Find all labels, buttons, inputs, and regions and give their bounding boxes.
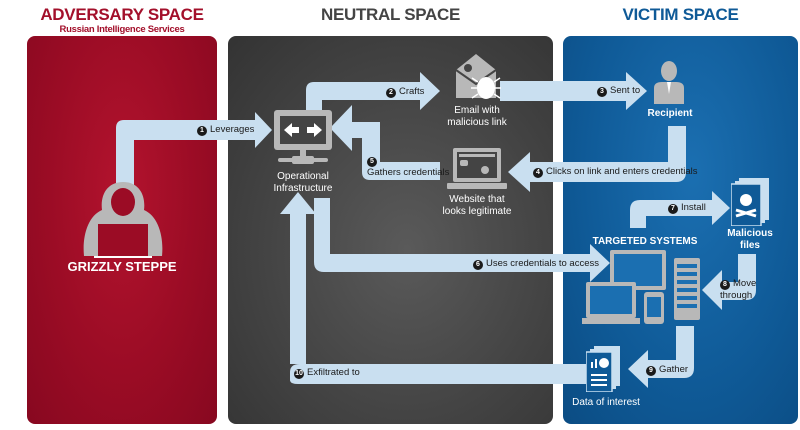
laptop-website-icon xyxy=(447,148,507,189)
website-label-line2: looks legitimate xyxy=(442,206,512,217)
step-number: 10 xyxy=(294,369,304,379)
step-number: 1 xyxy=(197,126,207,136)
arrow-sent-to xyxy=(500,72,647,110)
neutral-space-title: NEUTRAL SPACE xyxy=(320,5,461,24)
malicious-email-icon xyxy=(455,54,501,99)
arrow-crafts xyxy=(306,72,440,112)
arrow-leverages xyxy=(116,112,272,198)
website-label-line1: Website that xyxy=(449,194,505,205)
neutral-space-panel xyxy=(228,36,553,424)
step-number: 4 xyxy=(533,168,543,178)
step-text: Gathers credentials xyxy=(367,167,450,178)
infrastructure-label: Operational Infrastructure xyxy=(273,171,333,194)
step-text: Sent to xyxy=(610,85,641,96)
step-text: Uses credentials to access xyxy=(486,258,599,269)
step-number: 5 xyxy=(367,157,377,167)
step-text: Move through xyxy=(720,278,757,301)
arrow-clicks xyxy=(508,126,686,192)
data-documents-icon xyxy=(586,346,620,392)
step-number: 3 xyxy=(597,87,607,97)
arrow-exfiltrated xyxy=(290,364,586,384)
website-label: Website that looks legitimate xyxy=(432,194,522,218)
malicious-files-line2: files xyxy=(739,240,760,251)
neutral-space-header: NEUTRAL SPACE xyxy=(228,6,553,24)
adversary-space-subtitle: Russian Intelligence Services xyxy=(59,24,185,35)
step-number: 7 xyxy=(668,204,678,214)
adversary-space-header: ADVERSARY SPACE Russian Intelligence Ser… xyxy=(27,6,217,36)
step-text: Exfiltrated to xyxy=(307,367,360,378)
malicious-files-skull-icon xyxy=(731,178,769,226)
data-of-interest-label: Data of interest xyxy=(572,397,640,408)
hacker-icon xyxy=(83,182,163,258)
actor-name: GRIZZLY STEPPE xyxy=(67,259,177,274)
malicious-files-label: Malicious files xyxy=(720,228,780,252)
arrow-gathers-credentials xyxy=(337,122,440,180)
step-number: 8 xyxy=(720,280,730,290)
arrow-uses-credentials xyxy=(314,198,610,282)
step-text: Gather xyxy=(659,364,689,375)
targeted-systems-title: TARGETED SYSTEMS xyxy=(592,236,698,247)
victim-space-header: VICTIM SPACE xyxy=(563,6,798,24)
malicious-files-line1: Malicious xyxy=(727,228,773,239)
step-text: Clicks on link and enters credentials xyxy=(546,166,698,177)
step-text: Install xyxy=(681,202,706,213)
step-number: 9 xyxy=(646,366,656,376)
email-label-line2: malicious link xyxy=(447,117,507,128)
victim-space-title: VICTIM SPACE xyxy=(622,5,739,24)
adversary-space-title: ADVERSARY SPACE xyxy=(40,5,204,24)
monitor-server-icon xyxy=(274,110,332,164)
step-number: 2 xyxy=(386,88,396,98)
step-text: Leverages xyxy=(210,124,255,135)
step-text: Crafts xyxy=(399,86,425,97)
arrow-gather xyxy=(628,326,694,388)
arrow-install xyxy=(630,191,730,228)
step-number: 6 xyxy=(473,260,483,270)
email-label-line1: Email with xyxy=(454,105,500,116)
recipient-label: Recipient xyxy=(647,108,693,119)
recipient-person-icon xyxy=(654,61,684,104)
targeted-devices-icon xyxy=(582,250,700,324)
email-label: Email with malicious link xyxy=(432,105,522,129)
